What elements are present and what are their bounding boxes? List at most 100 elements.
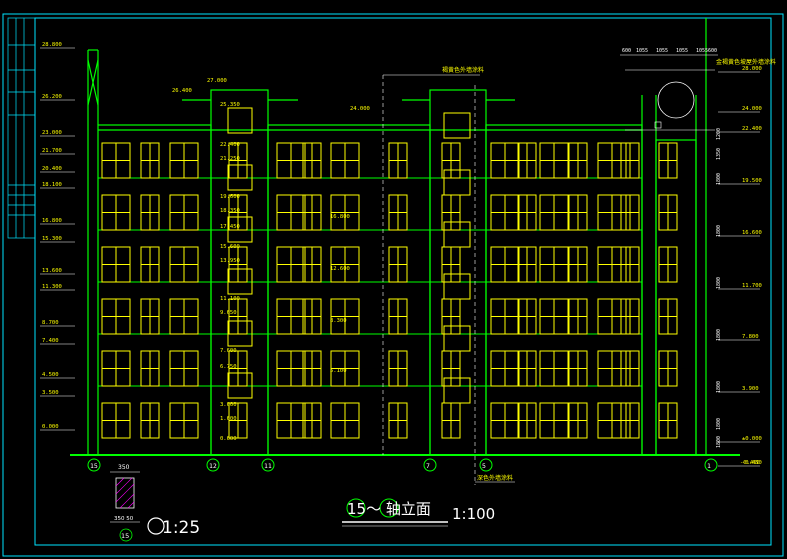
stair-dim-text: 1800: [716, 436, 722, 448]
level-text: 26.200: [42, 94, 62, 100]
stair-window: [227, 107, 253, 134]
middle-elevation-marks: 27.00026.40025.35024.00022.40021.25019.6…: [172, 78, 760, 466]
stair-window: [227, 164, 253, 191]
level-text: 28.000: [742, 66, 762, 72]
top-dim-text: 600: [622, 48, 631, 54]
level-text: 12.600: [330, 266, 350, 272]
axis-bubble: [261, 458, 275, 472]
level-text: 18.100: [42, 182, 62, 188]
wall-detail: [110, 471, 140, 542]
detail-axis-label: 15: [121, 532, 129, 540]
level-text: 0.000: [42, 424, 59, 430]
stair-dim-text: 1800: [716, 381, 722, 393]
left-elevation-marks: 28.800 26.200 23.000 21.700 20.400 18.100 16.8…: [40, 42, 75, 431]
drawing-title: 15～ 轴立面: [347, 500, 431, 518]
level-text: 0.600: [220, 436, 237, 442]
level-text: 24.000: [742, 106, 762, 112]
level-text: 11.700: [742, 283, 762, 289]
stair-window: [227, 268, 253, 295]
level-text: 3.900: [742, 386, 759, 392]
axis-label: 1: [707, 462, 711, 470]
level-text: 6.750: [220, 364, 237, 370]
stair-dim-text: 1800: [716, 418, 722, 430]
level-text: 19.500: [742, 178, 762, 184]
detail-index-circle: [147, 517, 165, 535]
level-text: 27.000: [207, 78, 227, 84]
level-text: 28.800: [42, 42, 62, 48]
drawing-frame: [2, 13, 784, 557]
top-dim-text: 1055: [656, 48, 668, 54]
level-text: 15.600: [220, 244, 240, 250]
level-text: 20.400: [42, 166, 62, 172]
level-text: 17.450: [220, 224, 240, 230]
round-window: [657, 81, 695, 119]
level-text: 13.600: [42, 268, 62, 274]
level-text: 4.500: [42, 372, 59, 378]
stair-window: [227, 320, 253, 347]
level-text: 8.300: [330, 318, 347, 324]
stair-dim-text: 1800: [716, 225, 722, 237]
inner-frame: [34, 17, 772, 546]
stair-dim-text: 1350: [716, 148, 722, 160]
level-text: 24.000: [350, 106, 370, 112]
level-text: 3.500: [42, 390, 59, 396]
level-text: 3.600: [220, 402, 237, 408]
top-dim-text: 600: [708, 48, 717, 54]
stair-dim-text: 1800: [716, 329, 722, 341]
title-axis-bubble-right: [379, 498, 399, 518]
title-block: [7, 17, 36, 239]
level-text: ±0.000: [742, 436, 762, 442]
axis-label: 12: [209, 462, 217, 470]
axis-label: 15: [90, 462, 98, 470]
level-text: 16.600: [742, 230, 762, 236]
level-text: -0.450: [742, 460, 762, 466]
stair-window: [443, 221, 471, 248]
stair-window: [443, 325, 471, 352]
level-text: 1.600: [220, 416, 237, 422]
top-dim-text: 1055: [676, 48, 688, 54]
axis-label: 11: [264, 462, 272, 470]
top-dim-text: 1055: [696, 48, 708, 54]
level-text: 9.650: [220, 310, 237, 316]
level-text: 22.400: [742, 126, 762, 132]
base-material-note: 深色外墙涂料: [477, 474, 513, 482]
level-text: 19.600: [220, 194, 240, 200]
level-text: 8.700: [42, 320, 59, 326]
level-text: 25.350: [220, 102, 240, 108]
title-axis-bubble-left: [346, 498, 366, 518]
axis-bubble: [87, 458, 101, 472]
level-text: 11.300: [42, 284, 62, 290]
level-text: 23.000: [42, 130, 62, 136]
stair-dim-text: 1200: [716, 128, 722, 140]
stair-window: [443, 273, 471, 300]
level-text: 22.400: [220, 142, 240, 148]
axis-bubble: [479, 458, 493, 472]
windows: [101, 107, 678, 439]
detail-width: 350: [118, 464, 130, 471]
detail-sub-dims: 350 50: [114, 516, 134, 522]
level-text: 16.800: [42, 218, 62, 224]
drawing-scale: 1:100: [452, 505, 495, 523]
stair-dim-text: 1800: [716, 173, 722, 185]
level-text: 16.800: [330, 214, 350, 220]
stair-window: [443, 112, 471, 139]
axis-bubble: [423, 458, 437, 472]
detail-scale: 1:25: [162, 518, 200, 538]
level-text: -0.450: [740, 460, 760, 466]
axis-bubble: [206, 458, 220, 472]
level-text: 21.250: [220, 156, 240, 162]
level-text: 7.600: [220, 348, 237, 354]
level-text: 13.950: [220, 258, 240, 264]
level-text: 5.100: [330, 368, 347, 374]
stair-window: [443, 377, 471, 404]
top-dim-text: 1055: [636, 48, 648, 54]
level-text: 18.350: [220, 208, 240, 214]
stair-window: [227, 372, 253, 399]
axis-label: 5: [482, 462, 486, 470]
stair-material-note: 金褐黄色坡屋外墙涂料: [716, 58, 776, 66]
level-text: 21.700: [42, 148, 62, 154]
